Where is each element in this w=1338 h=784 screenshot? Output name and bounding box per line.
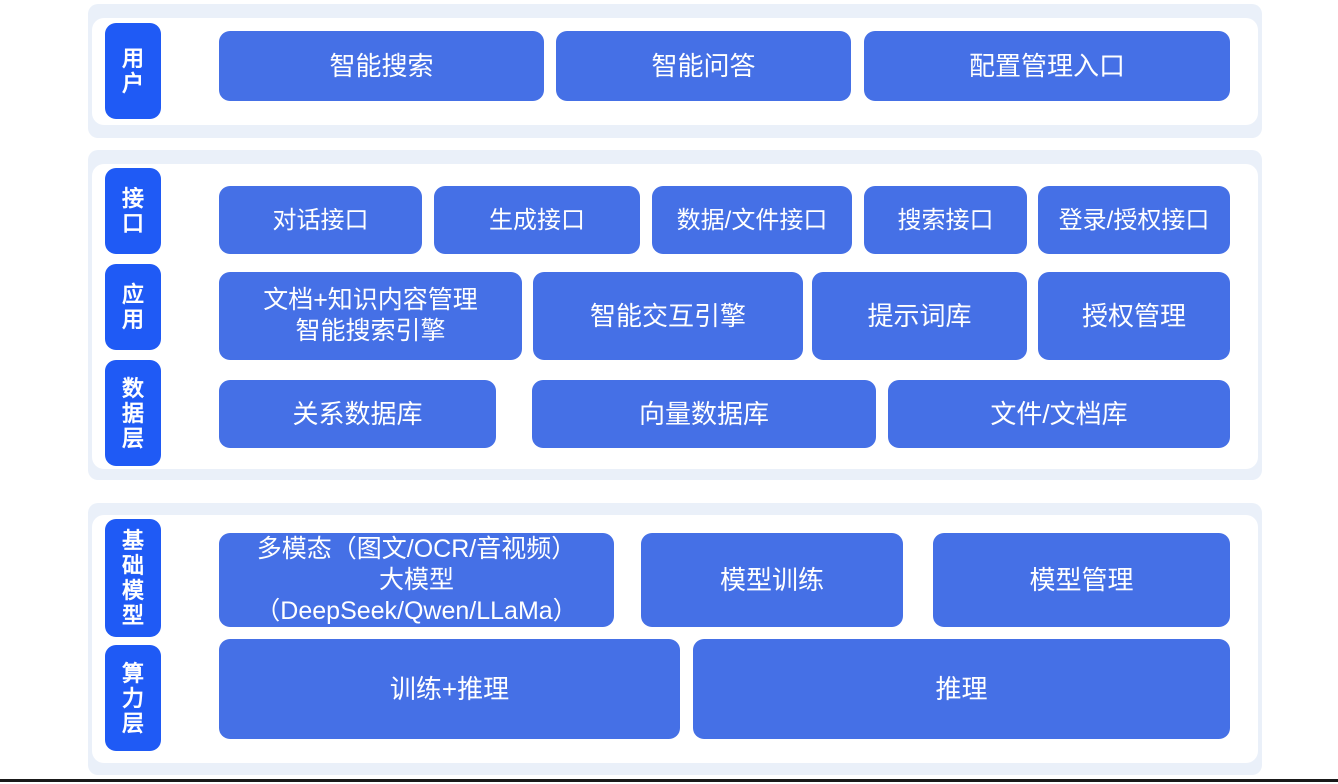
card-model-management[interactable]: 模型管理 [933,533,1230,627]
card-multimodal-large-model[interactable]: 多模态（图文/OCR/音视频） 大模型（DeepSeek/Qwen/LLaMa） [219,533,614,627]
layer-tab-base-model-label: 基础模型 [121,528,144,628]
card-data-file-api[interactable]: 数据/文件接口 [652,186,852,254]
card-generation-api[interactable]: 生成接口 [434,186,640,254]
layer-tab-user[interactable]: 用户 [105,23,161,119]
bottom-divider [0,779,1338,782]
card-login-auth-api[interactable]: 登录/授权接口 [1038,186,1230,254]
card-document-knowledge-management[interactable]: 文档+知识内容管理 智能搜索引擎 [219,272,522,360]
card-relational-database[interactable]: 关系数据库 [219,380,496,448]
card-intelligent-interaction-engine[interactable]: 智能交互引擎 [533,272,803,360]
layer-tab-application[interactable]: 应用 [105,264,161,350]
card-dialog-api[interactable]: 对话接口 [219,186,422,254]
card-file-document-store[interactable]: 文件/文档库 [888,380,1230,448]
layer-tab-base-model[interactable]: 基础模型 [105,519,161,637]
card-config-management-entry[interactable]: 配置管理入口 [864,31,1230,101]
card-intelligent-search[interactable]: 智能搜索 [219,31,544,101]
layer-tab-data-label: 数据层 [121,375,144,451]
layer-tab-data[interactable]: 数据层 [105,360,161,466]
card-model-training[interactable]: 模型训练 [641,533,903,627]
card-vector-database[interactable]: 向量数据库 [532,380,876,448]
layer-tab-user-label: 用户 [121,46,144,96]
card-prompt-library[interactable]: 提示词库 [812,272,1027,360]
layer-tab-interface[interactable]: 接口 [105,168,161,254]
layer-tab-application-label: 应用 [121,282,144,332]
layer-tab-compute[interactable]: 算力层 [105,645,161,751]
card-intelligent-qa[interactable]: 智能问答 [556,31,851,101]
layer-tab-compute-label: 算力层 [121,660,144,736]
card-inference[interactable]: 推理 [693,639,1230,739]
card-authorization-management[interactable]: 授权管理 [1038,272,1230,360]
card-training-inference[interactable]: 训练+推理 [219,639,680,739]
card-search-api[interactable]: 搜索接口 [864,186,1027,254]
layer-tab-interface-label: 接口 [121,186,144,236]
